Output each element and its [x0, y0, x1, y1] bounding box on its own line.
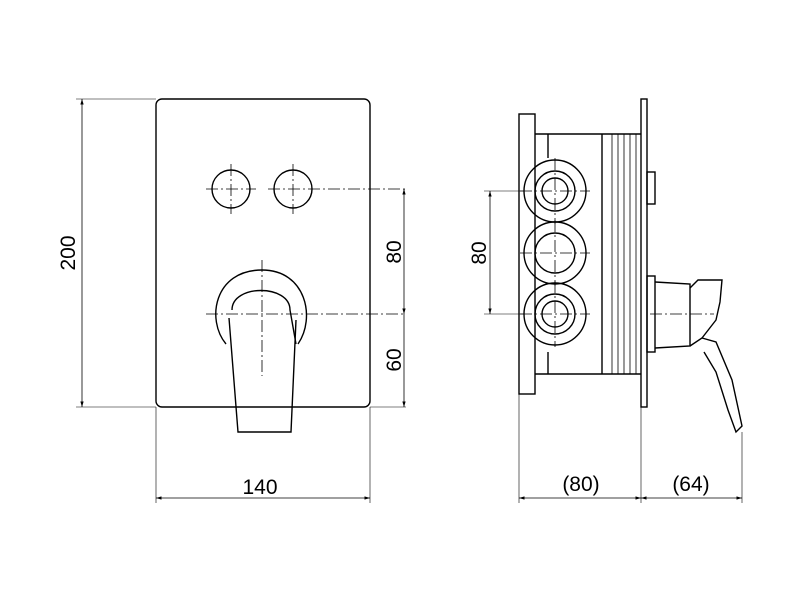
dim-spacing-label: 80: [383, 240, 406, 263]
valve-body: [535, 133, 641, 375]
dim-height: 200: [57, 98, 156, 408]
dim-width-label: 140: [242, 476, 277, 499]
outlet-top: [520, 158, 590, 224]
dim-handle-projection-label: (64): [672, 473, 709, 496]
dim-width: 140: [155, 407, 371, 503]
side-view: 80 (80) (64): [468, 98, 743, 503]
outlet-bottom: [520, 281, 590, 347]
button-right: [268, 164, 406, 214]
mixer-handle-side: [646, 275, 743, 434]
dim-bottom-label: 60: [383, 348, 406, 371]
button-left: [206, 164, 256, 214]
dim-height-label: 200: [57, 235, 80, 270]
outlet-middle: [520, 220, 590, 286]
front-view: 200 140 80 60: [57, 98, 406, 503]
dim-front-vertical: 80 60: [370, 189, 406, 408]
cover-plate: [155, 98, 371, 408]
body-flange: [518, 113, 536, 395]
dim-body-depth-label: (80): [562, 473, 599, 496]
dim-side-bottom: (80) (64): [518, 394, 743, 503]
dim-outlet-spacing: 80: [468, 190, 524, 315]
dim-outlet-spacing-label: 80: [468, 241, 491, 264]
mixer-handle: [206, 260, 406, 433]
wall-plate: [640, 98, 648, 408]
